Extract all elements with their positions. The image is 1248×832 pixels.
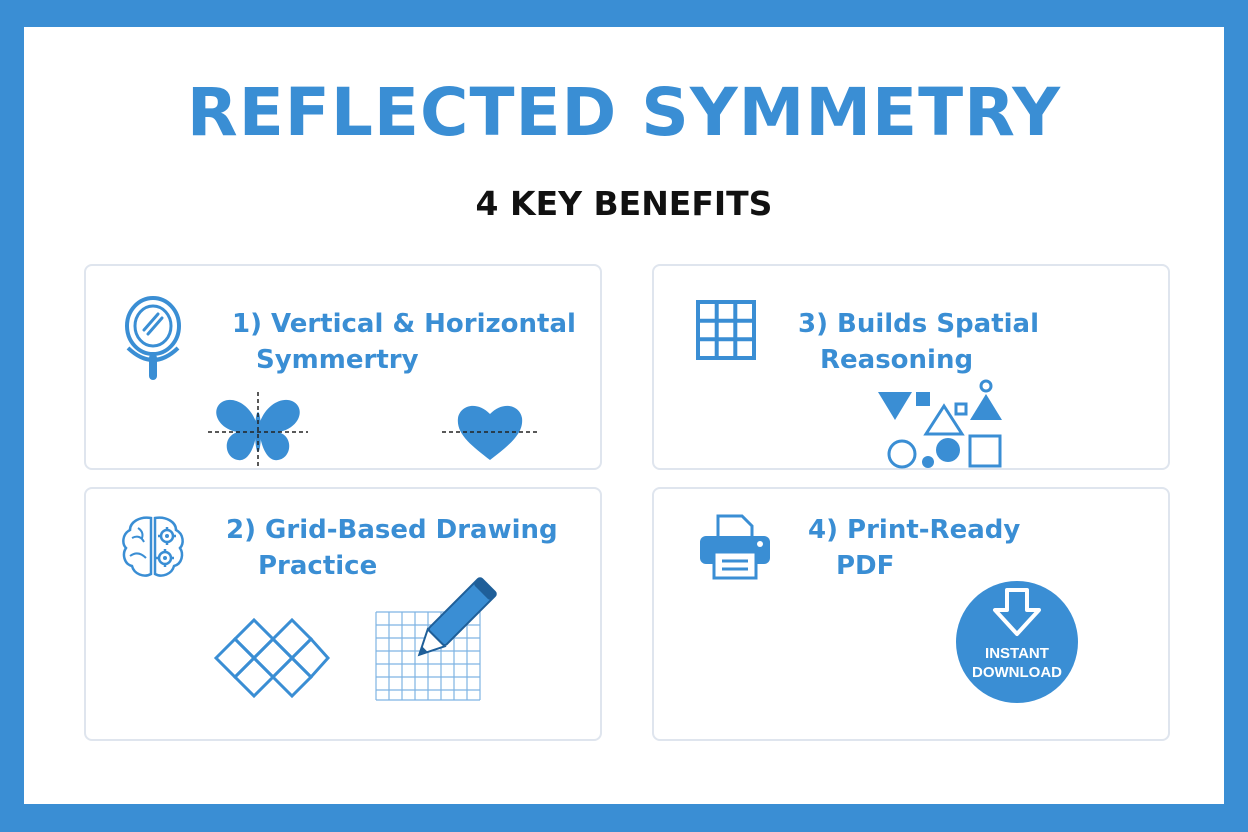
badge-line2: DOWNLOAD [972, 664, 1062, 681]
benefit-1-title-line1: 1) Vertical & Horizontal [232, 309, 576, 339]
mirror-icon [125, 296, 181, 380]
benefit-card-2 [84, 487, 602, 741]
benefit-1-title-line2: Symmertry [256, 345, 419, 375]
pencil-grid-icon [375, 577, 497, 701]
diamond-grid-icon [213, 617, 331, 699]
page-title: REFLECTED SYMMETRY [186, 74, 1062, 151]
grid-icon [696, 300, 756, 360]
brain-gears-icon [122, 516, 184, 577]
butterfly-icon [208, 392, 308, 466]
benefit-3-title-line2: Reasoning [820, 345, 974, 375]
download-icon[interactable]: INSTANT DOWNLOAD [955, 580, 1079, 704]
benefit-2-title-line1: 2) Grid-Based Drawing [226, 515, 558, 545]
badge-line1: INSTANT [985, 645, 1049, 662]
benefit-3-title: 3) Builds Spatial Reasoning [798, 306, 1039, 378]
printer-icon [700, 514, 770, 580]
shapes-icon [878, 379, 1002, 469]
benefit-3-title-line1: 3) Builds Spatial [798, 309, 1039, 339]
benefit-2-title-line2: Practice [258, 551, 378, 581]
benefit-1-title: 1) Vertical & Horizontal Symmertry [232, 306, 576, 378]
benefit-4-title-line2: PDF [836, 551, 895, 581]
benefit-4-title: 4) Print-Ready PDF [808, 512, 1020, 584]
benefit-2-title: 2) Grid-Based Drawing Practice [226, 512, 558, 584]
heart-icon [442, 405, 538, 460]
page-subtitle: 4 KEY BENEFITS [475, 184, 773, 223]
benefit-card-3 [652, 264, 1170, 470]
benefit-4-title-line1: 4) Print-Ready [808, 515, 1021, 545]
